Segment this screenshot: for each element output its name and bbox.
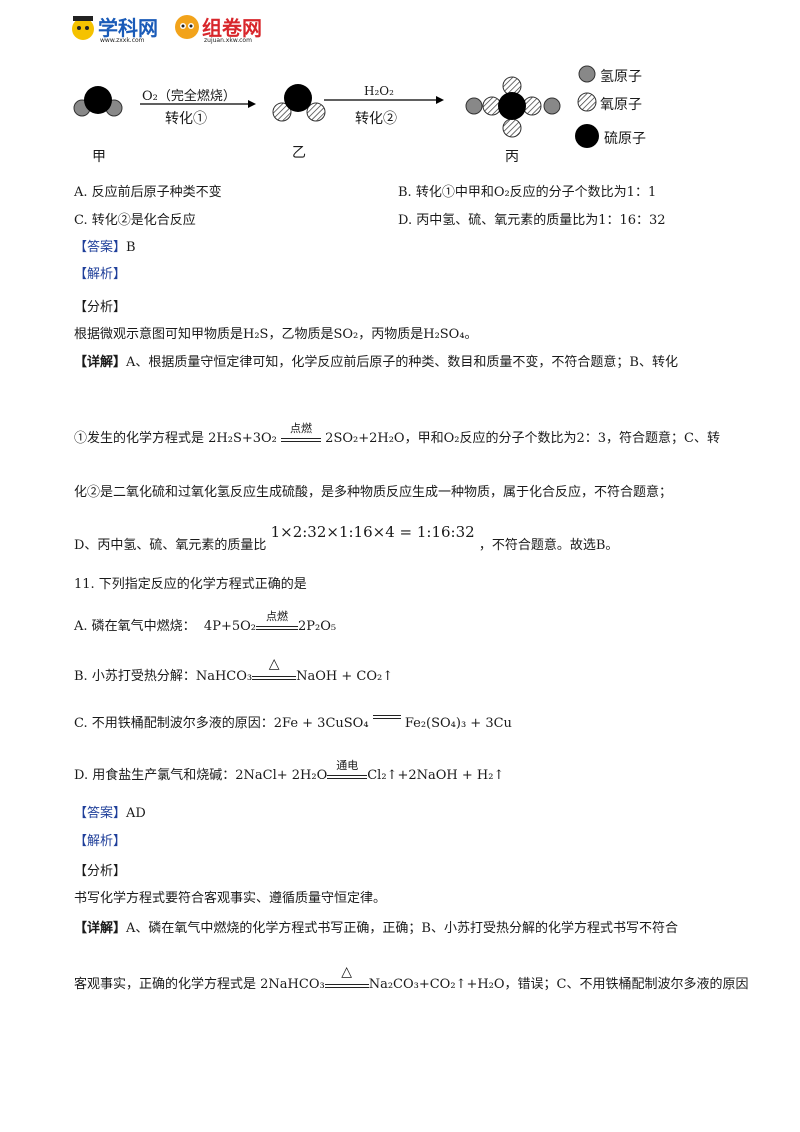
legend-sulfur: 硫原子 [604,131,646,147]
q11-analysis: 书写化学方程式要符合客观事实、遵循质量守恒定律。 [74,891,387,906]
q10-option-d: D. 丙中氢、硫、氧元素的质量比为1：16：32 [398,213,666,228]
label-yi: 乙 [292,145,306,161]
reaction-condition-heat: △ [252,656,297,680]
logo1-url: www.zxxk.com [100,37,145,44]
label-bing: 丙 [505,149,519,165]
logo1-name: 学科网 [98,16,158,40]
q11-detail-1: 【详解】A、磷在氧气中燃烧的化学方程式书写正确，正确；B、小苏打受热分解的化学方… [74,921,678,936]
zujuan-logo-icon [175,15,199,39]
logo2-url: zujuan.xkw.com [204,37,252,44]
legend-oxygen: 氧原子 [600,97,642,113]
answer-tag: 【答案】 [74,806,127,821]
q10-option-c: C. 转化②是化合反应 [74,213,196,228]
legend-hydrogen: 氢原子 [600,69,642,85]
q10-detail-2: ①发生的化学方程式是 2H₂S+3O₂ 点燃 2SO₂+2H₂O，甲和O₂反应的… [74,422,720,446]
q10-detail-4: D、丙中氢、硫、氧元素的质量比 1×2:32×1:16×4 = 1:16:32 … [74,523,619,553]
reaction-condition-electrolysis: 通电 [327,759,368,779]
q10-detail-1: 【详解】A、根据质量守恒定律可知，化学反应前后原子的种类、数目和质量不变，不符合… [74,355,678,370]
header-logos: 学科网 www.zxxk.com 组卷网 zujuan.xkw.com [68,10,288,46]
molecule-diagram [73,65,599,148]
q10-option-b: B. 转化①中甲和O₂反应的分子个数比为1：1 [398,185,657,200]
q10-jiexi: 【解析】 [74,267,127,282]
h2s-molecule [73,86,123,117]
arrow2-top-label: H₂O₂ [364,84,394,98]
arrow2-bottom-label: 转化② [355,111,397,127]
answer-value: AD [126,806,146,821]
q10-detail-3: 化②是二氧化硫和过氧化氢反应生成硫酸，是多种物质反应生成一种物质，属于化合反应，… [74,485,673,500]
answer-tag: 【答案】 [74,240,127,255]
q11-option-b: B. 小苏打受热分解：NaHCO₃△NaOH + CO₂↑ [74,656,394,684]
mass-ratio-formula: 1×2:32×1:16×4 = 1:16:32 [270,523,475,541]
reaction-condition-ignite: 点燃 [255,610,298,630]
q11-option-c: C. 不用铁桶配制波尔多液的原因：2Fe + 3CuSO₄ Fe₂(SO₄)₃ … [74,712,512,731]
q11-detail-2: 客观事实，正确的化学方程式是 2NaHCO₃△Na₂CO₃+CO₂↑+H₂O，错… [74,964,749,992]
q11-fenxi: 【分析】 [74,864,127,879]
logo2-name: 组卷网 [202,16,262,40]
q10-analysis: 根据微观示意图可知甲物质是H₂S，乙物质是SO₂，丙物质是H₂SO₄。 [74,327,478,342]
detail-tag: 【详解】 [74,921,127,936]
reaction-condition-ignite: 点燃 [281,422,322,442]
q10-option-a: A. 反应前后原子种类不变 [74,185,222,200]
arrow1-bottom-label: 转化① [165,111,207,127]
q10-answer: 【答案】B [74,236,136,255]
q10-fenxi: 【分析】 [74,300,127,315]
reaction-equals [372,713,401,719]
detail-tag: 【详解】 [74,355,127,370]
q11-stem: 11. 下列指定反应的化学方程式正确的是 [74,577,307,592]
zxxk-logo-icon [72,16,94,40]
q11-jiexi: 【解析】 [74,834,127,849]
reaction-condition-heat: △ [324,964,369,988]
arrow1-top-label: O₂（完全燃烧） [142,89,236,104]
answer-value: B [126,240,136,255]
so2-molecule [272,84,326,122]
q11-answer: 【答案】AD [74,802,146,821]
h2so4-molecule [465,76,561,138]
legend [575,65,599,148]
label-jia: 甲 [92,149,106,165]
